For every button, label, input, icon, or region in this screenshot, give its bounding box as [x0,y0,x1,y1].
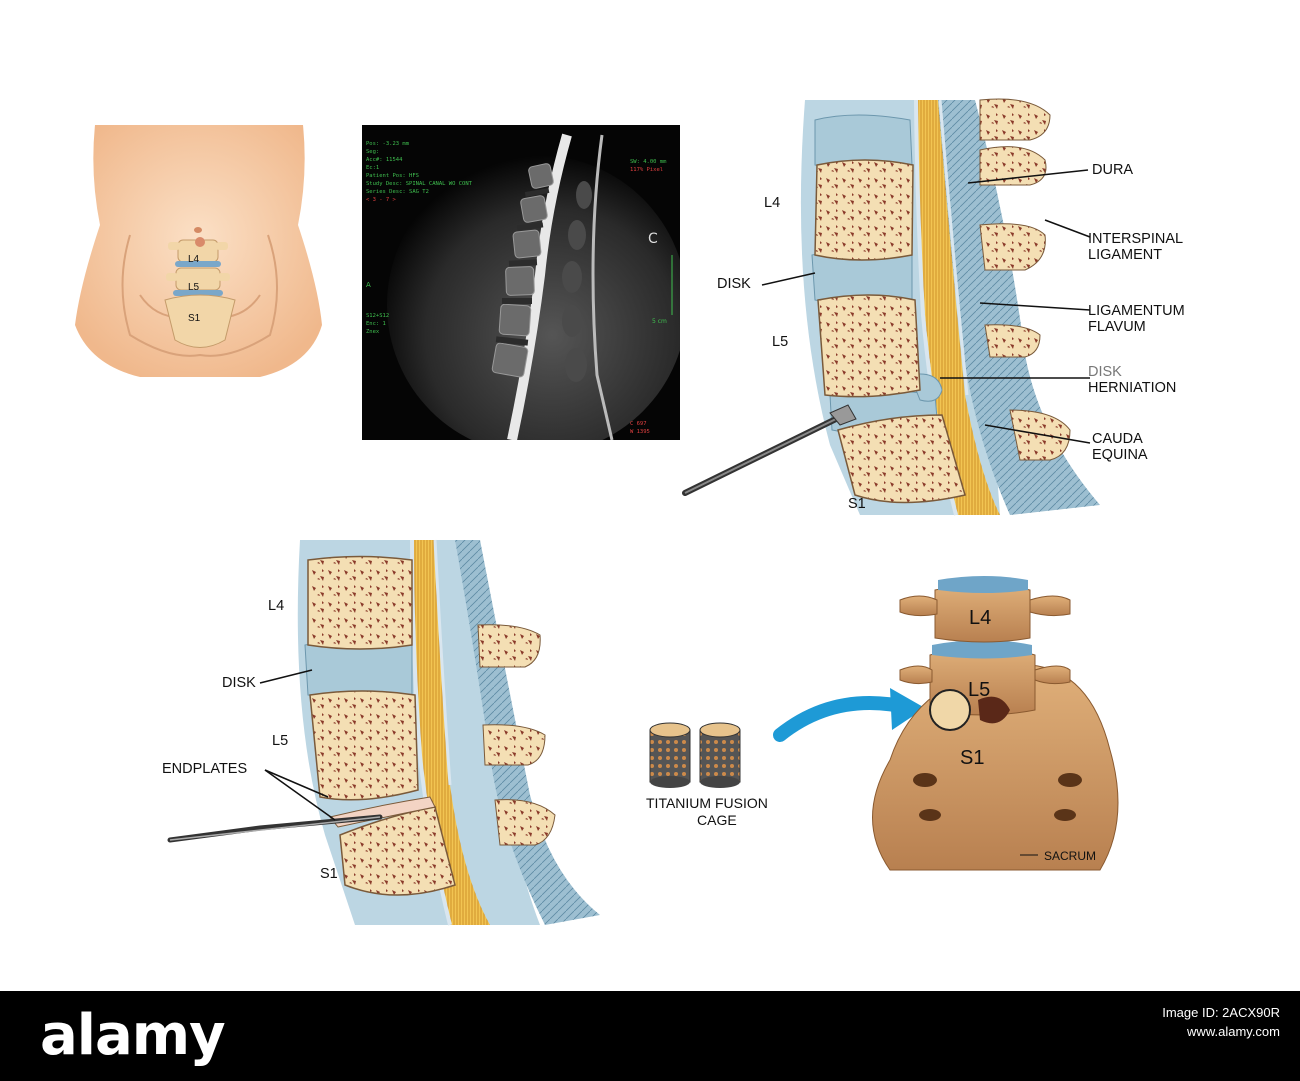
p4-label-endplates: ENDPLATES [162,761,248,777]
image-id-block: Image ID: 2ACX90R www.alamy.com [1040,1003,1280,1041]
cage-label-1: TITANIUM FUSION [646,795,768,811]
p4-label-disk: DISK [222,675,256,691]
image-id: Image ID: 2ACX90R [1162,1005,1280,1020]
p3-label-l4: L4 [764,195,781,211]
p5-label-s1: S1 [960,747,985,769]
svg-text:Seg:: Seg: [366,149,379,155]
svg-text:SW: 4.00 mm: SW: 4.00 mm [630,159,667,165]
p3-label-flavum-2: FLAVUM [1088,319,1146,335]
alamy-logo: alamy [40,1003,226,1068]
mri-scan: Pos: -3.23 mm Seg: Acc#: 11544 Ec:1 Pati… [362,125,687,455]
fusion-cage-diagram: TITANIUM FUSION CAGE L4 L5 S1 SACRUM [640,570,1200,880]
stock-footer: alamy Image ID: 2ACX90R www.alamy.com [0,991,1300,1081]
sagittal-herniation-drawing [682,98,1100,516]
torso-label-l5: L5 [188,282,200,293]
p5-label-sacrum: SACRUM [1044,849,1097,863]
p3-label-herniation-2: HERNIATION [1088,380,1177,396]
mri-marker-c: C [648,231,658,247]
fusion-cage-drawing [649,576,1119,871]
p3-label-herniation-1: DISK [1088,364,1122,380]
svg-text:Series Desc: SAG T2: Series Desc: SAG T2 [366,189,429,195]
mri-scale-label: 5 cm [652,318,667,325]
p5-label-l4: L4 [969,607,992,629]
svg-text:Enc: 1: Enc: 1 [366,321,386,327]
mri-image: Pos: -3.23 mm Seg: Acc#: 11544 Ec:1 Pati… [366,133,687,455]
p4-label-l4: L4 [268,598,285,614]
svg-text:W 1395: W 1395 [630,429,650,435]
svg-text:Acc#: 11544: Acc#: 11544 [366,157,403,163]
svg-text:Patient Pos: HFS: Patient Pos: HFS [366,173,419,179]
p3-label-cauda-2: EQUINA [1092,447,1148,463]
site-url: www.alamy.com [1187,1024,1280,1039]
torso-label-l4: L4 [188,254,200,265]
p3-label-l5: L5 [772,334,789,350]
svg-text:< 3 - 7 >: < 3 - 7 > [366,197,396,203]
insertion-arrow [773,696,902,742]
svg-text:S12+S12: S12+S12 [366,313,389,319]
p3-label-s1: S1 [848,496,866,512]
svg-text:Ec:1: Ec:1 [366,165,379,171]
endplate-diagram: L4 DISK L5 ENDPLATES S1 [150,535,610,930]
mri-overlay-text: Pos: -3.23 mm Seg: Acc#: 11544 Ec:1 Pati… [366,141,667,435]
endplate-drawing [167,539,600,926]
p3-label-disk: DISK [717,276,751,292]
p5-label-l5: L5 [968,679,991,701]
torso-illustration: L4 L5 S1 [60,115,340,385]
svg-text:Znex: Znex [366,329,380,335]
p4-label-l5: L5 [272,733,289,749]
p3-label-interspinal-2: LIGAMENT [1088,247,1163,263]
p4-label-s1: S1 [320,866,338,882]
titanium-cage-1 [649,722,691,788]
mri-marker-a: A [366,281,371,289]
cage-label-2: CAGE [697,812,737,828]
torso-drawing [75,125,322,377]
inserted-cage [929,689,971,731]
svg-text:Study Desc: SPINAL CANAL WO CO: Study Desc: SPINAL CANAL WO CONT [366,181,473,187]
svg-text:C 697: C 697 [630,421,647,427]
p3-label-interspinal-1: INTERSPINAL [1088,231,1184,247]
svg-text:Pos: -3.23 mm: Pos: -3.23 mm [366,141,410,147]
p3-label-cauda-1: CAUDA [1092,431,1143,447]
p3-label-dura: DURA [1092,162,1134,178]
p3-label-flavum-1: LIGAMENTUM [1088,303,1185,319]
sagittal-herniation-diagram: L4 DISK L5 S1 DURA INTERSPINAL LIGAMENT … [680,95,1185,520]
torso-label-s1: S1 [188,313,201,324]
titanium-cage-2 [699,722,741,788]
svg-text:117% Pixel: 117% Pixel [630,167,663,173]
